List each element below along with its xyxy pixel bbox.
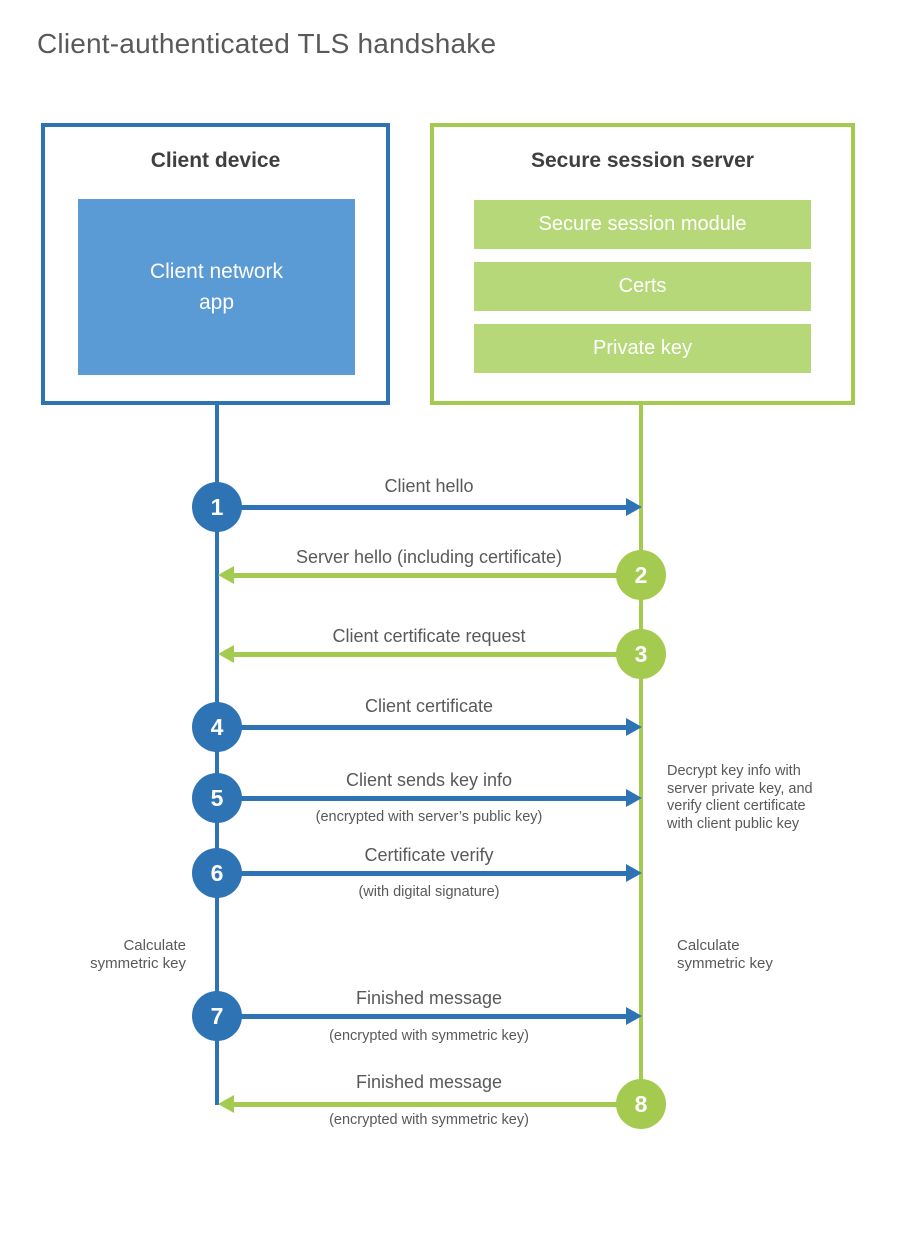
step-5-circle: 5 bbox=[192, 773, 242, 823]
server-module-secure-session: Secure session module bbox=[474, 200, 811, 249]
step-2-circle: 2 bbox=[616, 550, 666, 600]
step-5-arrow bbox=[240, 796, 628, 801]
step-8-arrow bbox=[233, 1102, 620, 1107]
step-7-circle: 7 bbox=[192, 991, 242, 1041]
step-8-label: Finished message bbox=[355, 1072, 503, 1092]
server-module-private-key: Private key bbox=[474, 324, 811, 373]
client-device-box: Client device Client network app bbox=[41, 123, 390, 405]
step-5-arrowhead-icon bbox=[626, 789, 642, 807]
step-7-label: Finished message bbox=[355, 988, 503, 1008]
step-3-circle: 3 bbox=[616, 629, 666, 679]
step-4-arrow bbox=[240, 725, 628, 730]
step-6-label: Certificate verify bbox=[364, 845, 494, 865]
server-lifeline bbox=[639, 405, 643, 1104]
step-2-arrowhead-icon bbox=[218, 566, 234, 584]
step-4-label: Client certificate bbox=[364, 696, 494, 716]
client-device-heading: Client device bbox=[150, 149, 281, 172]
step-1-arrow bbox=[240, 505, 628, 510]
step-8-sublabel: (encrypted with symmetric key) bbox=[329, 1112, 529, 1128]
server-heading: Secure session server bbox=[531, 149, 754, 172]
note-calculate-symmetric-key-server: Calculate symmetric key bbox=[677, 937, 773, 972]
step-1-arrowhead-icon bbox=[626, 498, 642, 516]
step-6-circle: 6 bbox=[192, 848, 242, 898]
page-title: Client-authenticated TLS handshake bbox=[37, 28, 497, 59]
step-8-circle: 8 bbox=[616, 1079, 666, 1129]
step-3-label: Client certificate request bbox=[332, 626, 526, 646]
step-1-label: Client hello bbox=[384, 476, 474, 496]
step-6-arrowhead-icon bbox=[626, 864, 642, 882]
step-2-label: Server hello (including certificate) bbox=[295, 547, 563, 567]
server-module-certs: Certs bbox=[474, 262, 811, 311]
step-2-arrow bbox=[233, 573, 620, 578]
step-5-sublabel: (encrypted with server’s public key) bbox=[315, 809, 543, 825]
note-calculate-symmetric-key-client: Calculate symmetric key bbox=[90, 937, 186, 972]
step-6-arrow bbox=[240, 871, 628, 876]
step-7-arrow bbox=[240, 1014, 628, 1019]
client-network-app-box: Client network app bbox=[78, 199, 355, 375]
client-lifeline bbox=[215, 405, 219, 1105]
step-6-sublabel: (with digital signature) bbox=[358, 884, 500, 900]
step-5-label: Client sends key info bbox=[345, 770, 513, 790]
step-3-arrowhead-icon bbox=[218, 645, 234, 663]
step-4-arrowhead-icon bbox=[626, 718, 642, 736]
step-7-sublabel: (encrypted with symmetric key) bbox=[329, 1028, 529, 1044]
step-7-arrowhead-icon bbox=[626, 1007, 642, 1025]
server-box: Secure session server Secure session mod… bbox=[430, 123, 855, 405]
step-4-circle: 4 bbox=[192, 702, 242, 752]
note-decrypt-key-info: Decrypt key info with server private key… bbox=[667, 763, 813, 832]
step-3-arrow bbox=[233, 652, 620, 657]
step-8-arrowhead-icon bbox=[218, 1095, 234, 1113]
step-1-circle: 1 bbox=[192, 482, 242, 532]
